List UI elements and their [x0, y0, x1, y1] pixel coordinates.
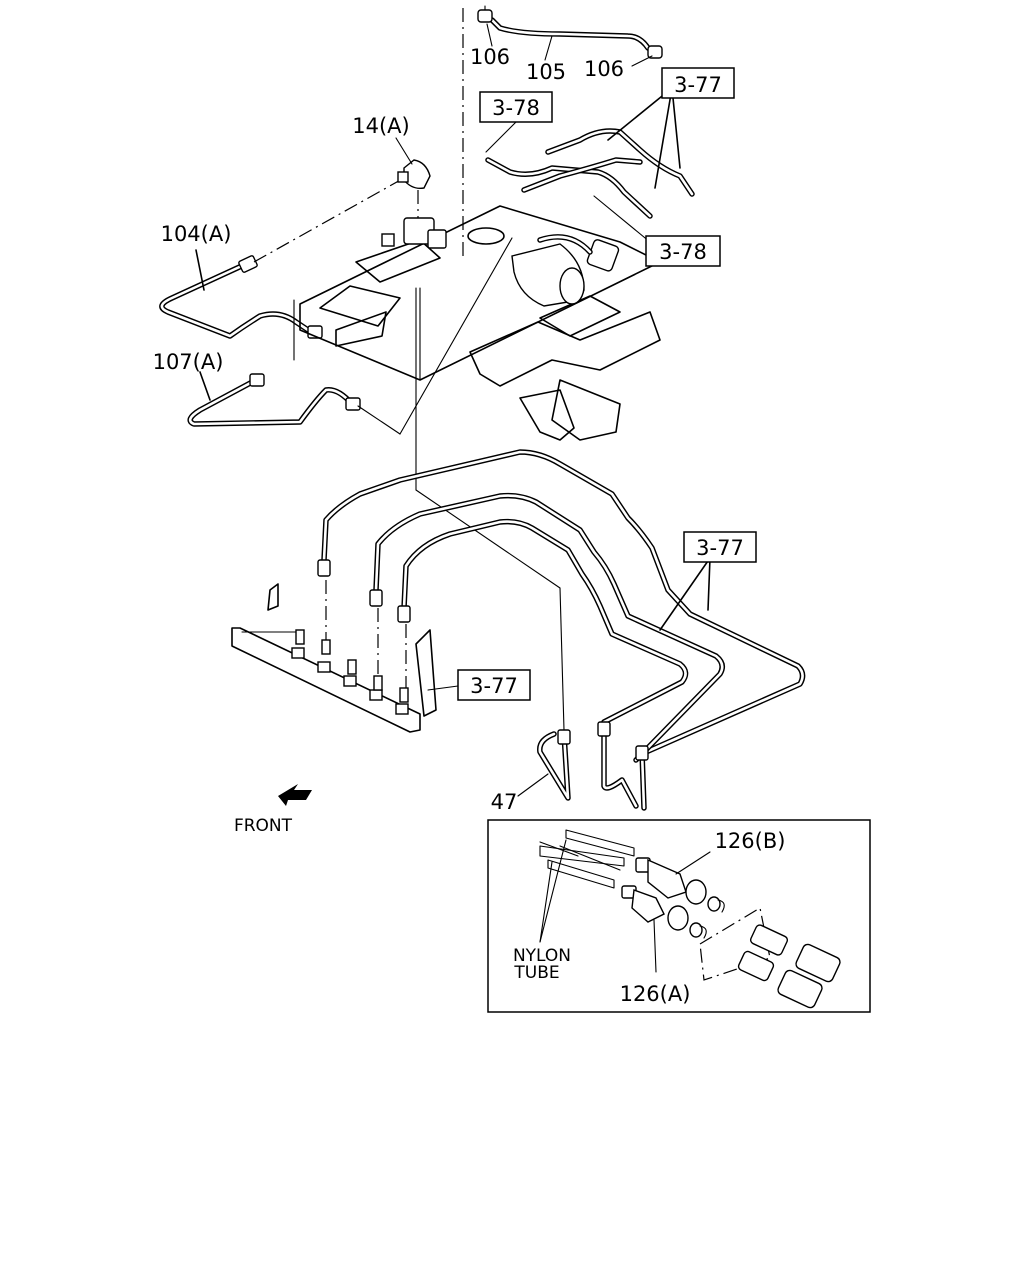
valve-block	[381, 217, 447, 249]
pipes-lower-3-77	[317, 449, 806, 811]
callout-126b: 126(B)	[715, 829, 786, 853]
clip-106-left	[477, 5, 493, 23]
front-arrow-icon	[278, 784, 312, 806]
ref-box-3-78-top[interactable]: 3-78	[479, 91, 553, 123]
pipes-upper-3-77	[485, 128, 695, 219]
nylon-tube-label-line1: NYLON	[513, 946, 571, 966]
callout-104a: 104(A)	[161, 222, 232, 246]
ref-3-77-top-text: 3-77	[674, 73, 722, 97]
mounting-bracket	[299, 205, 661, 441]
ref-3-77-mid-text: 3-77	[696, 536, 744, 560]
front-label: FRONT	[234, 816, 293, 836]
detail-inset	[487, 819, 871, 1013]
callout-106-left: 106	[470, 45, 510, 69]
callout-47: 47	[491, 790, 518, 814]
ref-box-3-77-top[interactable]: 3-77	[661, 67, 735, 99]
ref-box-3-77-low[interactable]: 3-77	[457, 669, 531, 701]
hose-105	[489, 17, 651, 51]
fitting-14a	[397, 159, 431, 190]
nylon-tube-label-line2: TUBE	[513, 963, 559, 983]
ref-3-77-low-text: 3-77	[470, 674, 518, 698]
callout-107a: 107(A)	[153, 350, 224, 374]
pipe-107a	[187, 373, 361, 427]
manifold-rail	[231, 583, 437, 733]
callout-126a: 126(A)	[620, 982, 691, 1006]
callout-105: 105	[526, 60, 566, 84]
clip-106-right	[647, 45, 663, 59]
pump-unit	[511, 234, 620, 307]
ref-box-3-78-mid[interactable]: 3-78	[645, 235, 721, 267]
ref-3-78-top-text: 3-78	[492, 96, 540, 120]
ref-box-3-77-mid[interactable]: 3-77	[683, 531, 757, 563]
pipe-104a	[159, 255, 323, 339]
callout-14a: 14(A)	[352, 114, 409, 138]
callout-106-right: 106	[584, 57, 624, 81]
ref-3-78-mid-text: 3-78	[659, 240, 707, 264]
